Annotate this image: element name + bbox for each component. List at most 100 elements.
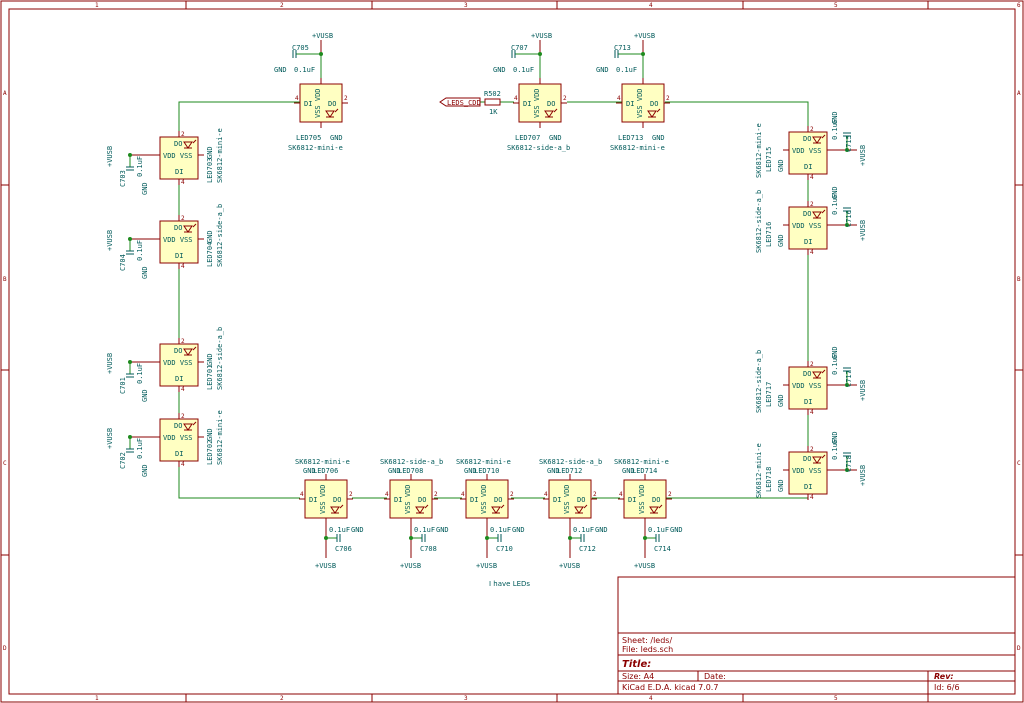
resistor-value: 1K <box>489 108 498 116</box>
row-label-b: B <box>3 276 7 283</box>
cap-gnd-label: GND <box>141 182 149 195</box>
led-diode-icon <box>183 141 193 149</box>
cap-gnd-label: GND <box>141 266 149 279</box>
led-ref: LED714 <box>632 467 657 475</box>
col-label-6: 6 <box>1017 2 1021 9</box>
led-part: SK6812-mini-e <box>614 458 669 466</box>
pin-label-vdd-vss: VDD VSS <box>792 222 822 230</box>
svg-text:2: 2 <box>810 126 814 133</box>
title-block-sheet: Sheet: /leds/ <box>622 636 672 645</box>
gnd-label: GND <box>777 234 785 247</box>
led-part: SK6812-side-a_b <box>755 190 763 253</box>
cap-ref: C714 <box>654 545 671 553</box>
pin-label-di: DI <box>804 238 812 246</box>
svg-text:2: 2 <box>181 131 185 138</box>
vusb-label: +VUSB <box>559 562 580 570</box>
led-diode-icon <box>812 136 822 144</box>
gnd-label: GND <box>330 134 343 142</box>
cap-gnd-label: GND <box>141 389 149 402</box>
cap-gnd-label: GND <box>141 464 149 477</box>
pin-label-do: DO <box>174 224 182 232</box>
svg-text:4: 4 <box>617 95 621 102</box>
pin-label-di: DI <box>175 252 183 260</box>
gnd-label: GND <box>777 394 785 407</box>
pin-label-do: DO <box>577 496 585 504</box>
cap-gnd-label: GND <box>436 526 449 534</box>
pin-label-do: DO <box>418 496 426 504</box>
svg-text:2: 2 <box>181 338 185 345</box>
pin-label-do: DO <box>652 496 660 504</box>
pin-label-do: DO <box>174 422 182 430</box>
cap-ref: C712 <box>579 545 596 553</box>
led-diode-icon <box>649 506 659 514</box>
gnd-label: GND <box>303 467 316 475</box>
resistor-r502[interactable]: R502 1K <box>484 90 501 116</box>
svg-text:4: 4 <box>181 461 185 468</box>
vusb-label: +VUSB <box>400 562 421 570</box>
pin-label-di: DI <box>804 483 812 491</box>
svg-text:4: 4 <box>810 174 814 181</box>
led-ref: LED710 <box>474 467 499 475</box>
pin-label-di: DI <box>523 100 531 108</box>
led-ref: LED704 <box>206 242 214 267</box>
svg-text:LEDS_CDD: LEDS_CDD <box>447 99 481 107</box>
cap-value: 0.1uF <box>831 119 839 140</box>
vusb-label: +VUSB <box>106 146 114 167</box>
cap-value: 0.1uF <box>136 240 144 261</box>
pin-label-do: DO <box>803 455 811 463</box>
cap-ref: C705 <box>292 44 309 52</box>
pin-label-vss-vdd: VSS VDD <box>638 484 646 514</box>
pin-label-do: DO <box>174 140 182 148</box>
row-label-d: D <box>3 645 7 652</box>
led-diode-icon <box>183 348 193 356</box>
col-label-3: 3 <box>464 2 468 9</box>
led-part: SK6812-side-a_b <box>216 204 224 267</box>
led-part: SK6812-side-a_b <box>539 458 602 466</box>
cap-ref: C707 <box>511 44 528 52</box>
row-label-c-right: C <box>1017 460 1021 467</box>
svg-text:4: 4 <box>544 491 548 498</box>
col-label-3-bottom: 3 <box>464 695 468 702</box>
pin-label-do: DO <box>803 210 811 218</box>
vusb-label: +VUSB <box>634 562 655 570</box>
gnd-label: GND <box>464 467 477 475</box>
cap-gnd-label: GND <box>831 186 839 199</box>
svg-text:2: 2 <box>668 491 672 498</box>
led-diode-icon <box>812 371 822 379</box>
col-label-1-bottom: 1 <box>95 695 99 702</box>
leds-cdd-global-label[interactable]: LEDS_CDD <box>439 97 481 107</box>
pin-label-vss-vdd: VSS VDD <box>480 484 488 514</box>
cap-value: 0.1uF <box>136 363 144 384</box>
gnd-label: GND <box>388 467 401 475</box>
pin-label-di: DI <box>175 168 183 176</box>
cap-gnd-label: GND <box>596 66 609 74</box>
led-ref: LED716 <box>765 222 773 247</box>
pin-label-di: DI <box>804 398 812 406</box>
pin-label-vss-vdd: VSS VDD <box>314 88 322 118</box>
cap-value: 0.1uF <box>136 438 144 459</box>
pin-label-vss-vdd: VSS VDD <box>563 484 571 514</box>
col-label-2: 2 <box>280 2 284 9</box>
cap-gnd-label: GND <box>351 526 364 534</box>
vusb-label: +VUSB <box>106 353 114 374</box>
led-ref: LED713 <box>618 134 643 142</box>
vusb-label: +VUSB <box>634 32 655 40</box>
